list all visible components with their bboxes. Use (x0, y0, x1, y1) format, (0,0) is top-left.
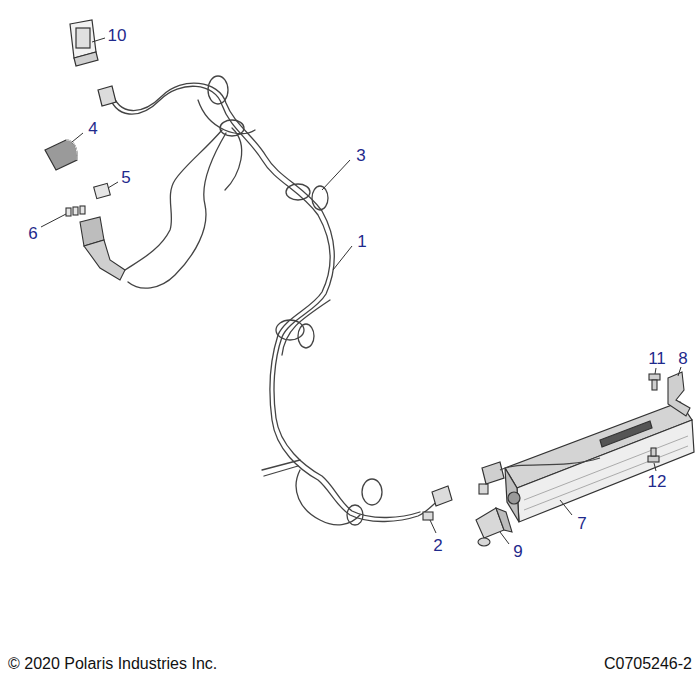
callout-number: 11 (648, 350, 666, 367)
callout-number: 8 (678, 350, 687, 367)
callout-number: 1 (357, 233, 366, 250)
callout-number: 7 (577, 515, 586, 532)
callout-number: 6 (28, 225, 37, 242)
callout-number: 2 (433, 537, 442, 554)
callout-number: 4 (88, 120, 97, 137)
callout-number: 5 (121, 169, 130, 186)
callout-number: 3 (356, 147, 365, 164)
callout-number: 10 (108, 27, 127, 44)
drawing-number: C0705246-2 (604, 656, 692, 672)
copyright-note: © 2020 Polaris Industries Inc. (8, 656, 217, 672)
callout-number: 9 (513, 543, 522, 560)
callout-number: 12 (648, 473, 667, 490)
